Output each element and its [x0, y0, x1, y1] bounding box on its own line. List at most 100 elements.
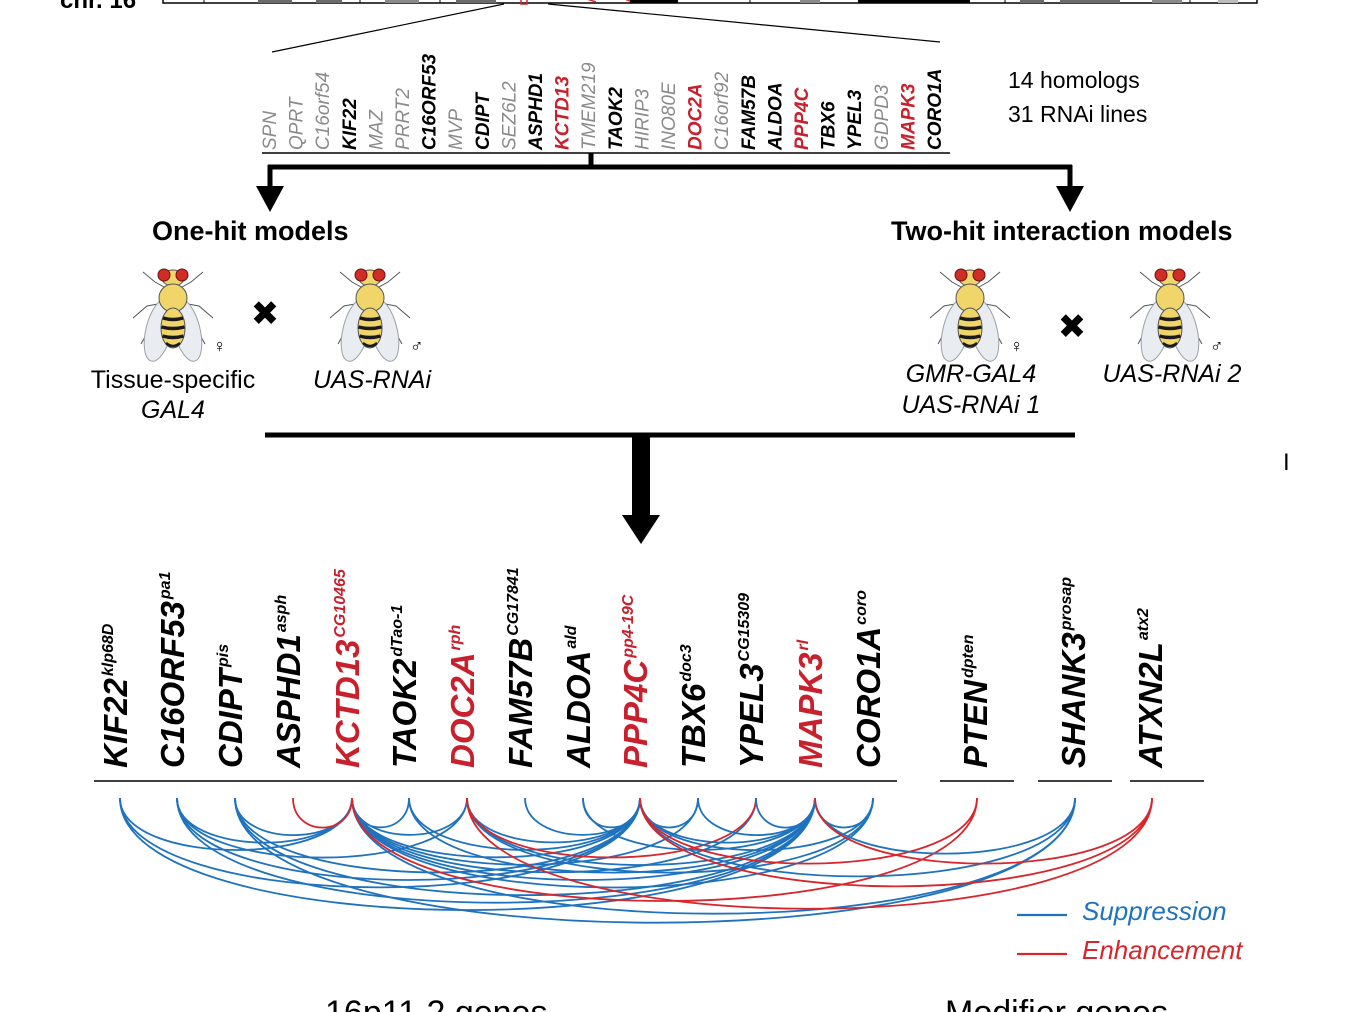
fly-ortholog-symbol: asph [273, 595, 290, 633]
band [385, 0, 419, 3]
arrow-two-hit [1056, 186, 1084, 212]
band [1020, 0, 1044, 3]
fly-ortholog-symbol: prosap [1058, 577, 1075, 632]
tested-gene-asphd1: ASPHD1asph [270, 595, 307, 769]
human-gene-symbol: ATXN2L [1132, 642, 1169, 769]
region-gene-cdipt: CDIPT [473, 92, 494, 150]
male-symbol: ♂ [1210, 336, 1224, 356]
tested-gene-pten: PTENdpten [957, 634, 994, 768]
region-gene-c16orf54: C16orf54 [313, 72, 334, 150]
region-gene-tmem219: TMEM219 [579, 62, 600, 150]
tested-gene-c16orf53: C16ORF53pa1 [154, 571, 191, 768]
region-gene-mvp: MVP [446, 109, 467, 151]
tested-gene-cdipt: CDIPTpis [212, 644, 249, 768]
interaction-arc-doc2a-ypel3 [466, 797, 757, 859]
region-gene-mapk3: MAPK3 [898, 83, 919, 150]
interaction-arc-kif22-ppp4c [119, 797, 641, 889]
interaction-arc-c16orf53-kctd13 [176, 797, 353, 844]
chromosome-body [162, 0, 1258, 4]
region-gene-kctd13: KCTD13 [553, 76, 574, 150]
region-gene-sez6l2: SEZ6L2 [499, 81, 520, 150]
region-gene-kif22: KIF22 [340, 98, 361, 150]
human-gene-symbol: TBX6 [675, 683, 712, 768]
region-gene-doc2a: DOC2A [686, 83, 707, 150]
human-gene-symbol: DOC2A [444, 652, 481, 768]
tested-gene-kif22: KIF22klp68D [97, 623, 134, 768]
interaction-arc-kctd13-tbx6 [351, 797, 699, 866]
human-gene-symbol: PTEN [957, 679, 994, 768]
region-gene-tbx6: TBX6 [819, 101, 840, 150]
interaction-arc-ypel3-mapk3 [755, 797, 816, 829]
interaction-arc-c16orf53-ppp4c [176, 797, 641, 881]
human-gene-symbol: MAPK3 [792, 652, 829, 768]
legend: Suppression Enhancement [1017, 896, 1244, 965]
region-gene-prrt2: PRRT2 [393, 88, 414, 150]
merge-arrow [265, 432, 1075, 544]
two-hit-title: Two-hit interaction models [891, 216, 1233, 246]
tested-gene-shank3: SHANK3prosap [1055, 577, 1092, 768]
interaction-arc-mapk3-atxn2l [814, 797, 1153, 865]
chromosome-bands [258, 0, 1238, 3]
region-gene-maz: MAZ [366, 109, 387, 151]
uas-rnai-2-label: UAS-RNAi 2 [1103, 360, 1242, 388]
one-hit-models-panel: One-hit models ♀ ✖ ♂ Tissue-specific GAL… [91, 216, 433, 424]
region-tick [587, 0, 631, 3]
merge-arrow-head [622, 515, 660, 544]
interaction-arc-doc2a-coro1a [466, 797, 874, 874]
fly-ortholog-symbol: pp4-19C [620, 594, 637, 659]
fly-ortholog-symbol: pa1 [157, 571, 174, 600]
male-fly-icon [328, 267, 412, 366]
region-gene-coro1a: CORO1A [925, 69, 946, 150]
region-gene-qprt: QPRT [287, 96, 308, 150]
human-gene-symbol: C16ORF53 [154, 601, 191, 768]
interaction-arc-ppp4c-atxn2l [639, 797, 1153, 888]
female-symbol: ♀ [213, 336, 227, 356]
band [800, 0, 820, 3]
tested-gene-tbx6: TBX6 doc3 [675, 644, 712, 768]
region-gene-taok2: TAOK2 [606, 87, 627, 150]
merge-arrow-shaft [632, 435, 650, 517]
branch-arrows [256, 153, 1084, 212]
band [258, 0, 292, 3]
band [456, 0, 496, 3]
tested-gene-ypel3: YPEL3CG15309 [733, 593, 770, 768]
fly-ortholog-symbol: doc3 [678, 644, 695, 681]
band [316, 0, 342, 3]
region-gene-fam57b: FAM57B [739, 75, 760, 150]
fly-ortholog-symbol: dTao-1 [389, 605, 406, 657]
human-gene-symbol: YPEL3 [733, 663, 770, 768]
tested-gene-atxn2l: ATXN2L atx2 [1132, 608, 1169, 769]
female-symbol: ♀ [1010, 336, 1024, 356]
driver-gal4-label: GAL4 [141, 396, 205, 424]
fly-ortholog-symbol: CG17841 [505, 567, 522, 636]
region-gene-ypel3: YPEL3 [845, 89, 866, 150]
male-symbol: ♂ [410, 336, 424, 356]
fly-ortholog-symbol: dpten [960, 634, 977, 678]
male-fly-icon [1128, 267, 1212, 366]
female-fly-icon [928, 267, 1012, 366]
interaction-arc-c16orf53-doc2a [176, 797, 468, 859]
cross-icon: ✖ [251, 295, 280, 333]
chromosome-16-ideogram: chr. 16 [60, 0, 1258, 53]
fly-ortholog-symbol: klp68D [100, 623, 117, 676]
legend-suppression-label: Suppression [1082, 896, 1227, 926]
band [1152, 0, 1182, 3]
region-gene-spn: SPN [260, 111, 281, 150]
human-gene-symbol: KCTD13 [329, 640, 366, 768]
uas-rnai-label: UAS-RNAi [313, 366, 433, 394]
fly-ortholog-symbol: CG15309 [736, 593, 753, 662]
homolog-count: 14 homologs [1008, 67, 1140, 93]
interaction-arc-mapk3-shank3 [814, 797, 1076, 855]
fly-ortholog-symbol: atx2 [1135, 608, 1152, 640]
heterochromatin-band [858, 0, 970, 3]
region-gene-c16orf92: C16orf92 [712, 71, 733, 150]
fly-ortholog-symbol: pis [215, 644, 232, 668]
interaction-arc-ppp4c-shank3 [639, 797, 1076, 878]
tested-gene-doc2a: DOC2Arph [444, 624, 481, 768]
human-gene-symbol: TAOK2 [386, 658, 423, 768]
interaction-arc-fam57b-ppp4c [524, 797, 641, 836]
region-gene-aldoa: ALDOA [765, 82, 786, 151]
region-gene-gdpd3: GDPD3 [872, 84, 893, 150]
